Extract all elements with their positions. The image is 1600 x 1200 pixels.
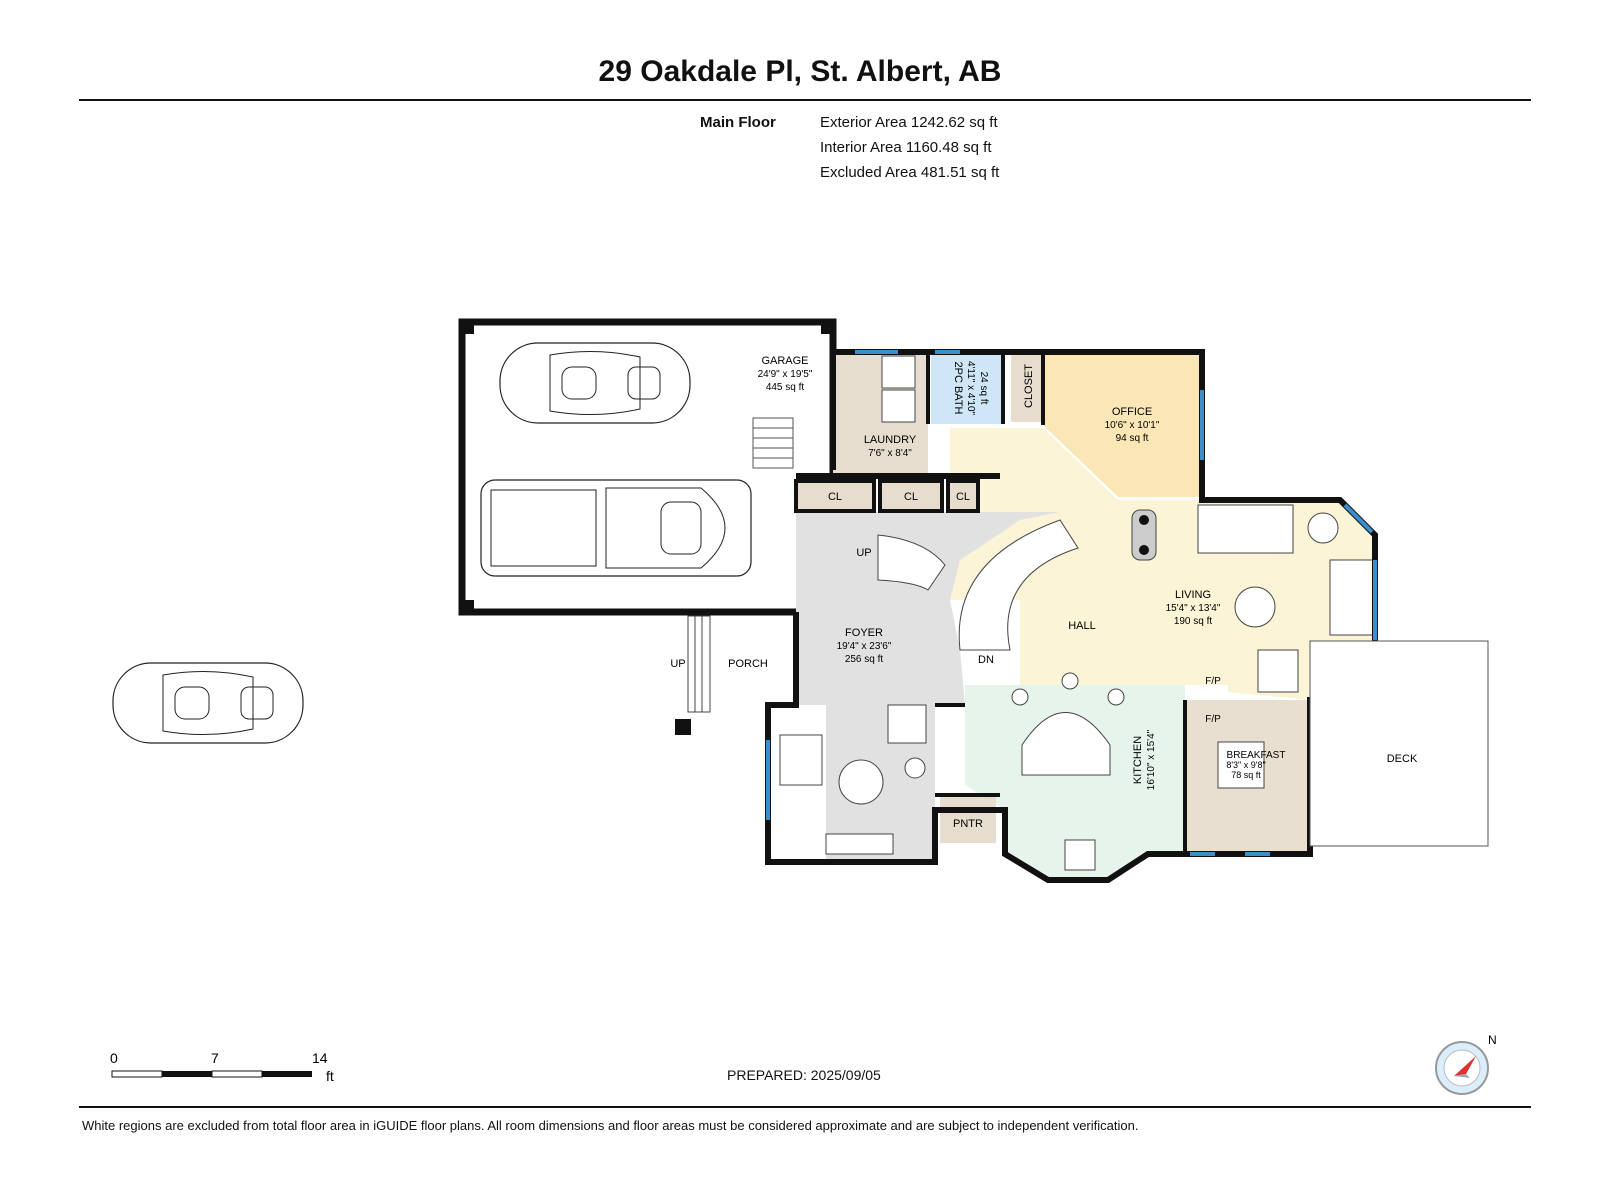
scale-bar: 0 7 14 ft [108,1050,368,1118]
breakfast-dims: 8'3" x 9'8" [1226,760,1265,770]
bath-area: 24 sq ft [978,372,989,405]
compass-icon: N [1435,1033,1497,1095]
hall-label: HALL [1068,620,1096,632]
fireplace-label-2: F/P [1205,714,1221,725]
pantry-label: PNTR [953,818,983,830]
bath-dims: 4'11" x 4'10" [965,361,976,416]
pantry-room: PNTR [940,795,996,843]
closet-label-2: CL [904,491,918,503]
living-hall-area: LIVING 15'4" x 13'4" 190 sq ft HALL F/P [950,428,1376,700]
deck-label: DECK [1387,753,1418,765]
garage-truck-icon [480,479,752,577]
garage-room: GARAGE 24'9" x 19'5" 445 sq ft [458,318,837,616]
scale-graphic: 0 7 14 ft [110,1050,334,1084]
bath-label: 2PC BATH [952,362,964,415]
breakfast-label: BREAKFAST [1227,750,1286,761]
office-label: OFFICE [1112,406,1152,418]
breakfast-room: F/P BREAKFAST 8'3" x 9'8" 78 sq ft [1185,700,1310,854]
closet-label-3: CL [956,491,970,503]
porch-area: UP PORCH [670,615,768,735]
stairs-down-label: DN [978,654,994,666]
footer-divider [79,1106,1531,1108]
scale-tick-0: 0 [110,1053,118,1066]
office-room: OFFICE 10'6" x 10'1" 94 sq ft [1043,352,1202,497]
compass-north-label: N [1488,1033,1497,1047]
kitchen-label: KITCHEN [1132,736,1144,784]
laundry-dims: 7'6" x 8'4" [868,448,912,459]
closet-room: CLOSET [1011,352,1043,422]
floor-label: Main Floor [700,114,776,131]
porch-up-label: UP [670,658,685,670]
excluded-area: Excluded Area 481.51 sq ft [820,164,1000,181]
fireplace-label: F/P [1205,676,1221,687]
office-area: 94 sq ft [1116,433,1149,444]
closets-row: CL CL CL [794,479,980,513]
living-area: 190 sq ft [1174,616,1213,627]
interior-area: Interior Area 1160.48 sq ft [820,139,992,156]
car-icon [112,662,304,744]
garage-label: GARAGE [761,355,808,367]
foyer-label: FOYER [845,627,883,639]
deck-area: DECK [1309,640,1489,847]
laundry-label: LAUNDRY [864,434,917,446]
kitchen-room: KITCHEN 16'10" x 15'4" [965,672,1185,880]
exterior-area: Exterior Area 1242.62 sq ft [820,114,998,131]
scale-tick-7: 7 [211,1053,219,1066]
closet-label-1: CL [828,491,842,503]
interior-walls [926,352,1187,854]
prepared-date: PREPARED: 2025/09/05 [727,1067,881,1083]
garage-car-icon [499,342,691,424]
foyer-room: FOYER 19'4" x 23'6" 256 sq ft UP DN [779,512,1079,862]
closet-label: CLOSET [1023,364,1035,408]
page-title: 29 Oakdale Pl, St. Albert, AB [598,55,1002,88]
header-divider [79,99,1531,101]
garage-area: 445 sq ft [766,382,805,393]
porch-label: PORCH [728,658,768,670]
footer-disclaimer: White regions are excluded from total fl… [82,1118,1139,1133]
bath-room: 2PC BATH 4'11" x 4'10" 24 sq ft [931,352,1001,424]
garage-dims: 24'9" x 19'5" [758,369,813,380]
breakfast-area: 78 sq ft [1231,770,1261,780]
scale-tick-14: 14 [312,1053,328,1066]
foyer-area: 256 sq ft [845,654,884,665]
laundry-room: LAUNDRY 7'6" x 8'4" [833,352,928,476]
kitchen-dims: 16'10" x 15'4" [1146,729,1157,790]
living-label: LIVING [1175,589,1211,601]
office-dims: 10'6" x 10'1" [1105,420,1160,431]
scale-unit: ft [326,1068,334,1084]
foyer-dims: 19'4" x 23'6" [837,641,892,652]
living-dims: 15'4" x 13'4" [1166,603,1221,614]
stairs-up-label: UP [856,547,871,559]
